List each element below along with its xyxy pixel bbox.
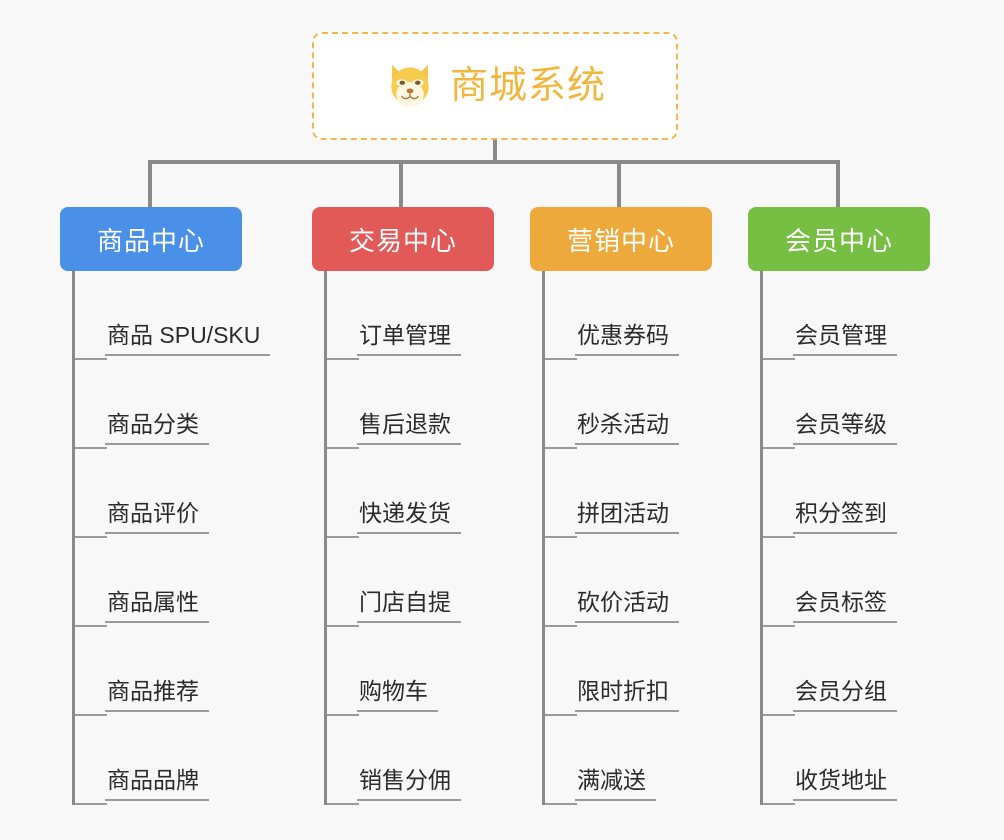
- leaf-item[interactable]: 限时折扣: [545, 627, 712, 716]
- category-label: 会员中心: [784, 225, 893, 256]
- leaf-label: 销售分佣: [357, 767, 461, 801]
- leaf-item[interactable]: 购物车: [327, 627, 494, 716]
- leaf-rule: [75, 447, 107, 449]
- leaf-label: 限时折扣: [575, 678, 679, 712]
- leaf-item[interactable]: 订单管理: [327, 271, 494, 360]
- leaf-item[interactable]: 售后退款: [327, 360, 494, 449]
- leaf-item[interactable]: 满减送: [545, 716, 712, 805]
- leaf-item[interactable]: 商品品牌: [75, 716, 270, 805]
- leaf-item[interactable]: 门店自提: [327, 538, 494, 627]
- leaf-rule: [545, 625, 577, 627]
- leaf-rule: [327, 358, 359, 360]
- leaf-label: 拼团活动: [575, 500, 679, 534]
- leaf-item[interactable]: 会员分组: [763, 627, 930, 716]
- branch-product-center: 商品中心 商品 SPU/SKU 商品分类 商品评价 商品属性 商品推荐: [60, 207, 271, 805]
- leaf-item[interactable]: 收货地址: [763, 716, 930, 805]
- category-label: 交易中心: [348, 225, 457, 256]
- leaf-rule: [327, 536, 359, 538]
- leaf-label: 满减送: [575, 767, 656, 801]
- leaf-item[interactable]: 拼团活动: [545, 449, 712, 538]
- leaf-rule: [327, 803, 359, 805]
- leaf-item[interactable]: 商品 SPU/SKU: [75, 271, 271, 360]
- leaf-rule: [327, 714, 359, 716]
- leaf-item[interactable]: 砍价活动: [545, 538, 712, 627]
- leaf-list-product-center: 商品 SPU/SKU 商品分类 商品评价 商品属性 商品推荐 商品品牌: [72, 271, 271, 805]
- leaf-rule: [75, 803, 107, 805]
- leaf-item[interactable]: 商品属性: [75, 538, 270, 627]
- leaf-label: 收货地址: [793, 767, 897, 801]
- leaf-label: 会员等级: [793, 411, 897, 445]
- leaf-rule: [75, 625, 107, 627]
- leaf-list-marketing-center: 优惠券码 秒杀活动 拼团活动 砍价活动 限时折扣 满减送: [542, 271, 712, 805]
- leaf-rule: [763, 536, 795, 538]
- leaf-label: 商品评价: [105, 500, 209, 534]
- category-label: 商品中心: [96, 225, 205, 256]
- leaf-rule: [763, 803, 795, 805]
- root-node[interactable]: 商城系统: [312, 32, 678, 140]
- connector-drop-marketing-center: [617, 160, 621, 207]
- leaf-label: 秒杀活动: [575, 411, 679, 445]
- leaf-item[interactable]: 商品评价: [75, 449, 270, 538]
- dog-face-icon: [391, 64, 429, 108]
- root-title: 商城系统: [449, 65, 606, 107]
- connector-drop-member-center: [836, 160, 840, 207]
- category-header-marketing-center[interactable]: 营销中心: [530, 207, 712, 271]
- category-header-product-center[interactable]: 商品中心: [60, 207, 242, 271]
- leaf-rule: [75, 536, 107, 538]
- leaf-rule: [327, 447, 359, 449]
- leaf-label: 售后退款: [357, 411, 461, 445]
- leaf-label: 商品品牌: [105, 767, 209, 801]
- leaf-rule: [545, 803, 577, 805]
- leaf-label: 购物车: [357, 678, 438, 712]
- leaf-rule: [545, 536, 577, 538]
- category-header-trade-center[interactable]: 交易中心: [312, 207, 494, 271]
- leaf-rule: [545, 714, 577, 716]
- leaf-item[interactable]: 商品分类: [75, 360, 270, 449]
- leaf-rule: [75, 358, 107, 360]
- leaf-label: 商品分类: [105, 411, 209, 445]
- connector-drop-product-center: [148, 160, 152, 207]
- leaf-item[interactable]: 优惠券码: [545, 271, 712, 360]
- branch-trade-center: 交易中心 订单管理 售后退款 快递发货 门店自提 购物车: [312, 207, 494, 805]
- category-header-member-center[interactable]: 会员中心: [748, 207, 930, 271]
- category-label: 营销中心: [566, 225, 675, 256]
- leaf-rule: [545, 358, 577, 360]
- branch-marketing-center: 营销中心 优惠券码 秒杀活动 拼团活动 砍价活动 限时折扣: [530, 207, 712, 805]
- leaf-label: 会员标签: [793, 589, 897, 623]
- leaf-list-member-center: 会员管理 会员等级 积分签到 会员标签 会员分组 收货地址: [760, 271, 930, 805]
- connector-horizontal-bar: [148, 160, 840, 164]
- leaf-label: 积分签到: [793, 500, 897, 534]
- leaf-rule: [75, 714, 107, 716]
- leaf-rule: [327, 625, 359, 627]
- connector-drop-trade-center: [399, 160, 403, 207]
- leaf-label: 快递发货: [357, 500, 461, 534]
- leaf-label: 会员管理: [793, 322, 897, 356]
- leaf-item[interactable]: 会员管理: [763, 271, 930, 360]
- leaf-rule: [545, 447, 577, 449]
- leaf-label: 商品推荐: [105, 678, 209, 712]
- leaf-label: 商品属性: [105, 589, 209, 623]
- leaf-label: 砍价活动: [575, 589, 679, 623]
- leaf-rule: [763, 625, 795, 627]
- leaf-item[interactable]: 积分签到: [763, 449, 930, 538]
- leaf-item[interactable]: 会员标签: [763, 538, 930, 627]
- leaf-rule: [763, 358, 795, 360]
- leaf-rule: [763, 714, 795, 716]
- connector-root-stem: [493, 140, 497, 164]
- leaf-label: 订单管理: [357, 322, 461, 356]
- leaf-item[interactable]: 秒杀活动: [545, 360, 712, 449]
- leaf-label: 优惠券码: [575, 322, 679, 356]
- leaf-item[interactable]: 快递发货: [327, 449, 494, 538]
- leaf-label: 门店自提: [357, 589, 461, 623]
- leaf-list-trade-center: 订单管理 售后退款 快递发货 门店自提 购物车 销售分佣: [324, 271, 494, 805]
- leaf-item[interactable]: 销售分佣: [327, 716, 494, 805]
- leaf-item[interactable]: 会员等级: [763, 360, 930, 449]
- leaf-rule: [763, 447, 795, 449]
- leaf-label: 商品 SPU/SKU: [105, 322, 271, 356]
- leaf-item[interactable]: 商品推荐: [75, 627, 270, 716]
- leaf-label: 会员分组: [793, 678, 897, 712]
- branch-member-center: 会员中心 会员管理 会员等级 积分签到 会员标签 会员分组: [748, 207, 930, 805]
